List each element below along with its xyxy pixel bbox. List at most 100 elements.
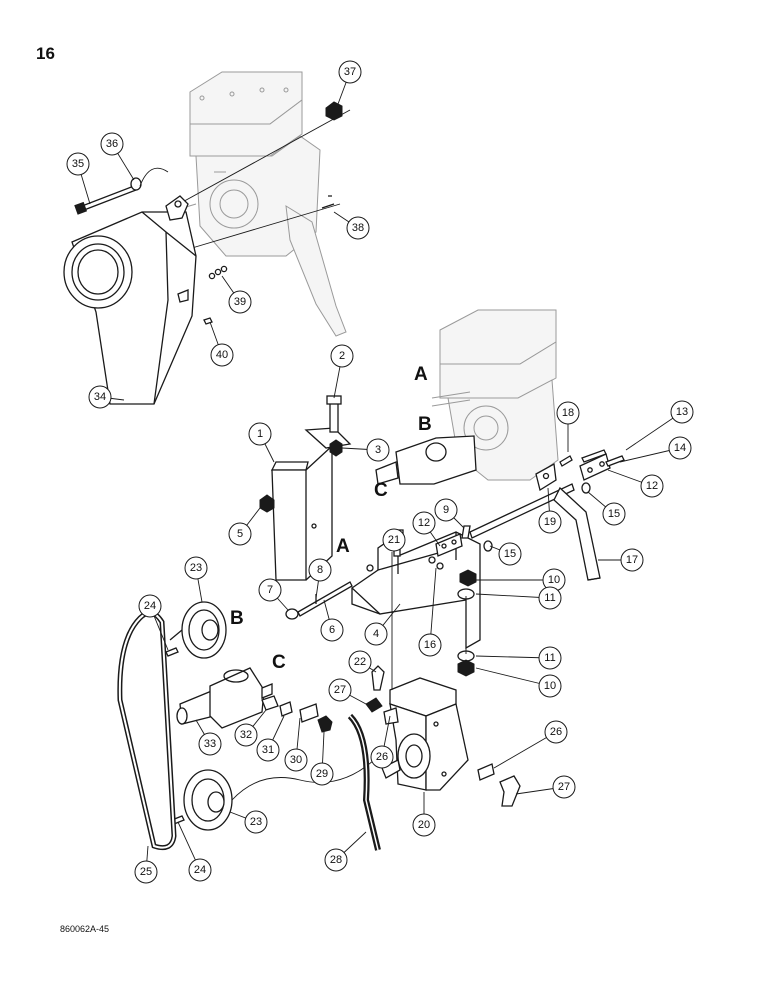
callout-label: 28 — [330, 854, 342, 866]
callout-25: 25 — [134, 845, 158, 884]
callout-label: 16 — [424, 639, 436, 651]
callout-circle — [382, 528, 406, 552]
bolt-13 — [581, 449, 607, 463]
callout-label: 23 — [250, 816, 262, 828]
bracket-12-lower — [435, 533, 463, 557]
callout-label: 26 — [376, 751, 388, 763]
callout-circle — [330, 344, 354, 368]
bracket-12-upper — [579, 453, 611, 481]
nut-10-lower — [457, 659, 475, 677]
callout-circle — [412, 511, 436, 535]
callout-circle — [366, 438, 390, 462]
callout-leader — [493, 731, 557, 769]
callout-circle — [310, 762, 334, 786]
callout-5: 5 — [228, 507, 261, 546]
callout-11: 11 — [475, 646, 562, 670]
callout-40: 40 — [209, 321, 234, 367]
callout-circle — [248, 422, 272, 446]
callout-7: 7 — [258, 578, 289, 611]
callout-16: 16 — [418, 567, 442, 657]
callout-label: 27 — [334, 684, 346, 696]
callout-label: 32 — [240, 729, 252, 741]
callout-37: 37 — [337, 60, 362, 105]
callout-11: 11 — [475, 586, 562, 610]
callout-12: 12 — [607, 469, 664, 498]
callout-label: 23 — [190, 562, 202, 574]
ref-letter-b-upper: B — [418, 414, 432, 435]
ref-letter-b-lower: B — [230, 608, 244, 629]
callout-label: 11 — [544, 652, 555, 664]
callout-label: 36 — [106, 138, 118, 150]
callout-34: 34 — [88, 385, 125, 409]
callout-circle — [544, 720, 568, 744]
callout-31: 31 — [256, 715, 285, 762]
callout-label: 11 — [544, 592, 555, 604]
callout-label: 4 — [373, 628, 379, 640]
pin-40 — [203, 317, 213, 325]
callout-label: 37 — [344, 66, 356, 78]
callout-17: 17 — [598, 548, 644, 572]
callout-21: 21 — [382, 528, 406, 552]
callout-10: 10 — [476, 568, 566, 592]
callout-label: 31 — [262, 744, 274, 756]
callout-circle — [538, 510, 562, 534]
callout-label: 5 — [237, 528, 243, 540]
callout-28: 28 — [324, 831, 367, 872]
callout-circle — [348, 650, 372, 674]
callout-label: 15 — [504, 548, 516, 560]
callout-circle — [100, 132, 124, 156]
callout-circle — [284, 748, 308, 772]
page-number: 16 — [36, 44, 55, 63]
bolt-14 — [605, 455, 625, 467]
callout-label: 6 — [329, 624, 335, 636]
callout-circle — [66, 152, 90, 176]
callout-label: 17 — [626, 554, 638, 566]
callout-12: 12 — [412, 511, 441, 547]
callout-15: 15 — [489, 542, 522, 566]
v-belt-25 — [117, 610, 177, 851]
callout-label: 13 — [676, 406, 688, 418]
callout-label: 2 — [339, 350, 345, 362]
shaft-17 — [469, 483, 601, 581]
belt-guard — [63, 195, 197, 405]
callout-circle — [434, 498, 458, 522]
callout-label: 9 — [443, 504, 449, 516]
fitting-30 — [299, 703, 319, 723]
callout-circle — [602, 502, 626, 526]
callout-circle — [498, 542, 522, 566]
callout-circle — [138, 594, 162, 618]
callout-circle — [620, 548, 644, 572]
callout-label: 26 — [550, 726, 562, 738]
callout-leader — [475, 667, 551, 687]
callout-leader — [475, 593, 551, 599]
washer-15-upper — [581, 482, 591, 494]
fitting-32 — [261, 695, 279, 711]
callout-circle — [258, 578, 282, 602]
mount-centerline — [167, 109, 351, 211]
bolt-18 — [559, 455, 573, 467]
callout-label: 21 — [388, 534, 400, 546]
callout-circle — [198, 732, 222, 756]
ref-letter-c-upper: C — [374, 480, 388, 501]
callout-24: 24 — [138, 594, 169, 651]
callout-layer: 1234567891010111112121314151516171819202… — [66, 60, 694, 884]
callout-label: 29 — [316, 768, 328, 780]
bracket-19 — [535, 462, 557, 492]
key-24-upper — [165, 647, 179, 657]
callout-label: 24 — [144, 600, 156, 612]
callout-label: 3 — [375, 444, 381, 456]
callout-18: 18 — [556, 401, 580, 452]
figure-code: 860062A-45 — [60, 924, 110, 934]
callout-label: 10 — [548, 574, 560, 586]
elbow-27-lower — [499, 775, 521, 807]
callout-label: 27 — [558, 781, 570, 793]
callout-label: 7 — [267, 584, 273, 596]
nut-5 — [259, 494, 275, 513]
callout-6: 6 — [320, 599, 344, 642]
fitting-22 — [371, 665, 385, 691]
callout-circle — [538, 586, 562, 610]
callout-36: 36 — [100, 132, 135, 181]
washer-15-lower — [483, 540, 493, 552]
callout-circle — [324, 848, 348, 872]
